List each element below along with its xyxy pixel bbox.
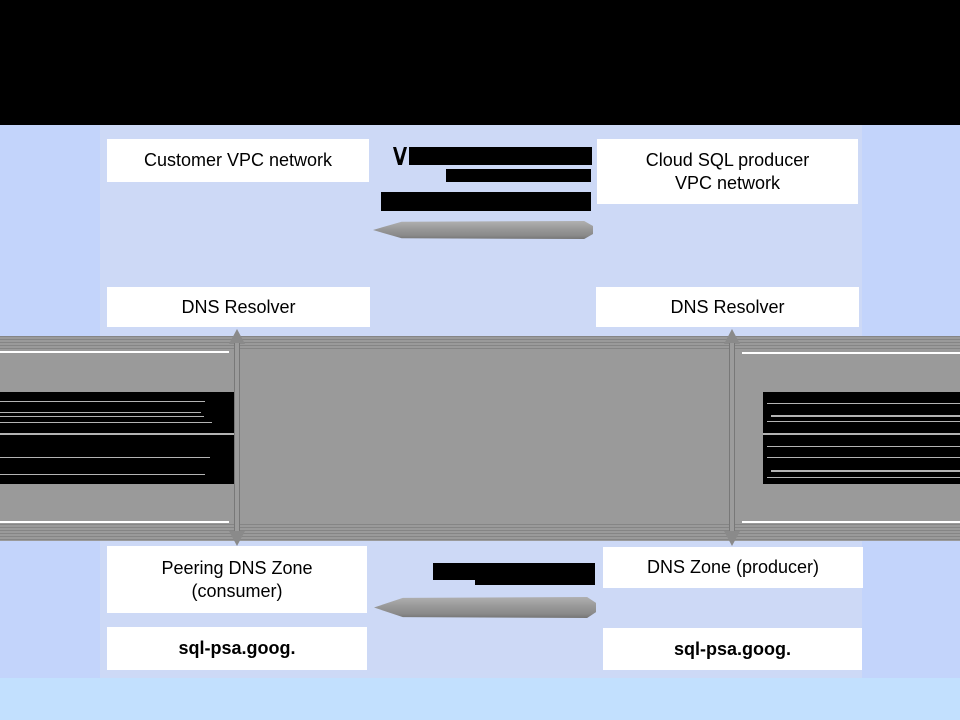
dns-resolver-right-label: DNS Resolver [670, 296, 785, 317]
customer-vpc-box: Customer VPC network [107, 139, 369, 182]
left-arrow-icon [373, 221, 593, 239]
redacted-title-banner [0, 0, 960, 125]
redacted-annotation-line [381, 192, 591, 211]
redacted-annotation-line [446, 169, 591, 182]
down-arrowhead-icon [229, 531, 245, 546]
band-highlight-line [0, 521, 229, 523]
peering-dns-zone-box: Peering DNS Zone (consumer) [107, 546, 367, 613]
domain-right-label: sql-psa.goog. [674, 638, 791, 659]
producer-vpc-label-line2: VPC network [674, 172, 781, 193]
redacted-note-block-right [763, 392, 960, 484]
band-bottom-striation [0, 524, 960, 541]
dns-resolver-left-label: DNS Resolver [181, 296, 296, 317]
vertical-arrow-shaft-left [234, 343, 240, 532]
peering-dns-zone-label-line1: Peering DNS Zone [161, 557, 313, 578]
peering-dns-zone-label-line2: (consumer) [191, 580, 283, 601]
bottom-strip [0, 678, 960, 720]
customer-vpc-label: Customer VPC network [143, 150, 333, 170]
redacted-annotation-line [409, 147, 592, 165]
redacted-annotation-v-glyph [393, 147, 407, 165]
domain-box-left: sql-psa.goog. [107, 627, 367, 670]
peering-dns-zone-label: Peering DNS Zone (consumer) [161, 557, 312, 603]
redacted-annotation-line [475, 580, 595, 585]
left-arrow-icon [374, 597, 596, 618]
up-arrowhead-icon [229, 329, 245, 344]
band-highlight-line [0, 351, 229, 353]
dns-resolver-box-left: DNS Resolver [107, 287, 370, 327]
producer-dns-zone-label: DNS Zone (producer) [646, 557, 820, 577]
dns-resolver-box-right: DNS Resolver [596, 287, 859, 327]
redacted-note-block-left [0, 392, 235, 484]
up-arrowhead-icon [724, 329, 740, 344]
producer-vpc-box: Cloud SQL producer VPC network [597, 139, 858, 204]
domain-box-right: sql-psa.goog. [603, 628, 862, 670]
down-arrowhead-icon [724, 531, 740, 546]
band-top-striation [0, 336, 960, 351]
vertical-arrow-shaft-right [729, 343, 735, 532]
producer-vpc-label: Cloud SQL producer VPC network [646, 149, 809, 195]
domain-left-label: sql-psa.goog. [178, 638, 296, 658]
band-highlight-line [742, 352, 960, 354]
producer-vpc-label-line1: Cloud SQL producer [645, 149, 810, 170]
producer-dns-zone-box: DNS Zone (producer) [603, 547, 863, 588]
redacted-annotation-line [433, 563, 595, 580]
band-highlight-line [742, 521, 960, 523]
